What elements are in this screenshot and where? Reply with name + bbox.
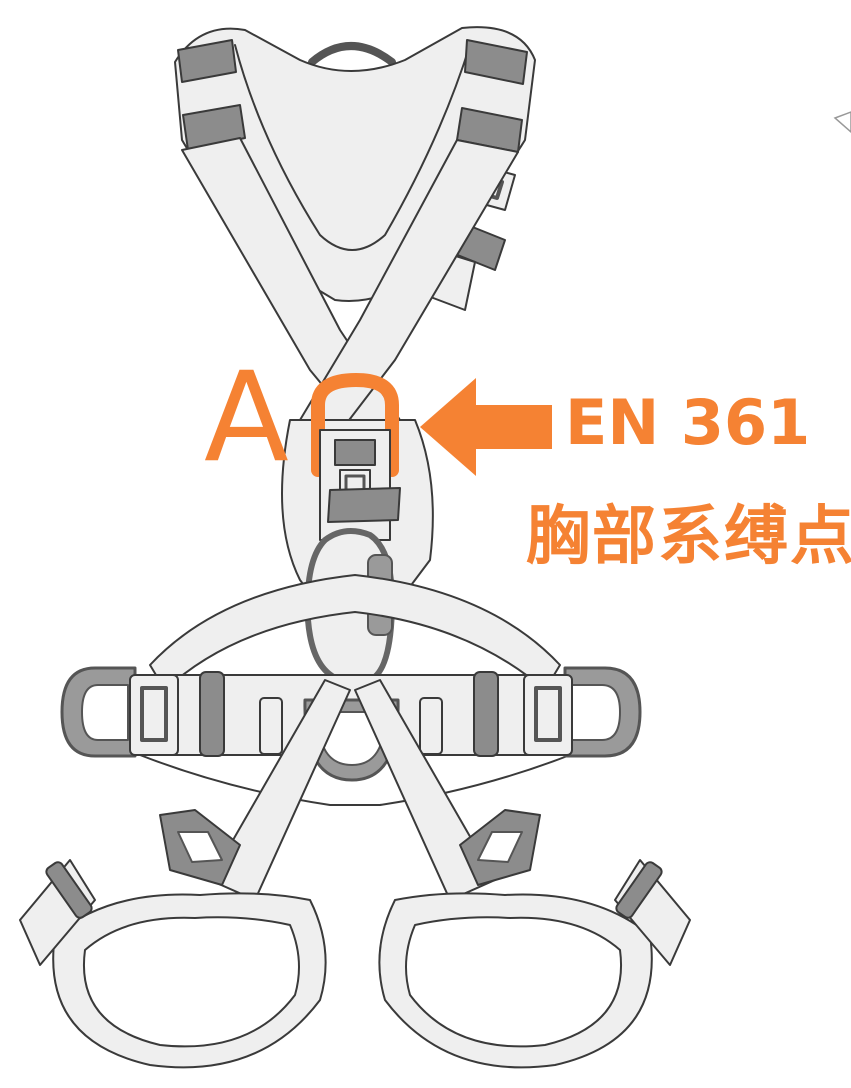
shoulder-strap-dark-right-1 [464, 39, 528, 85]
belt-keeper-left [199, 671, 225, 757]
attachment-point-label: 胸部系缚点 [526, 500, 851, 574]
chest-attachment-loop [311, 373, 399, 477]
pointer-arrow [420, 378, 552, 476]
attachment-letter: A [204, 346, 289, 490]
shoulder-strap-dark-left-2 [182, 104, 246, 151]
dorsal-ring [308, 42, 396, 66]
corner-mark [833, 111, 851, 133]
belt-keeper-right [473, 671, 499, 757]
shoulder-strap-dark-left-1 [177, 39, 237, 83]
standard-label: EN 361 [565, 386, 811, 459]
waist-belt-back [149, 574, 561, 691]
